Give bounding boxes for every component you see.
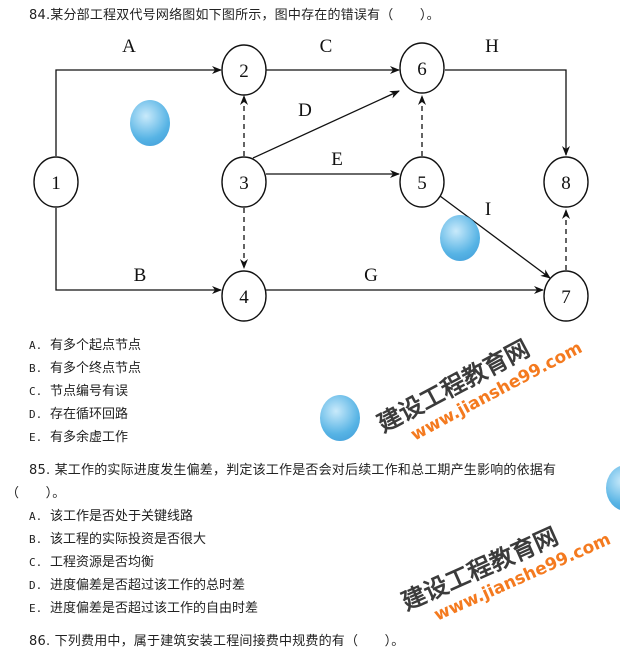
node-3 (221, 156, 267, 208)
node-label: 3 (239, 173, 249, 194)
question-85-stem: 85. 某工作的实际进度发生偏差，判定该工作是否会对后续工作和总工期产生影响的依… (29, 463, 557, 478)
q85-option-c: C.工程资源是否均衡 (29, 555, 155, 570)
node-5 (399, 156, 445, 208)
activity-label: H (485, 36, 499, 57)
node-2 (221, 44, 267, 96)
node-label: 1 (51, 173, 61, 194)
network-diagram: 1 2 3 4 5 6 7 8 A B C D E G H I (33, 36, 589, 322)
node-4 (221, 270, 267, 322)
q84-option-a: A.有多个起点节点 (29, 338, 142, 353)
node-label: 6 (417, 59, 427, 80)
node-label: 5 (417, 173, 427, 194)
q84-option-e: E.有多余虚工作 (29, 430, 129, 445)
node-label: 8 (561, 173, 571, 194)
q85-option-a: A.该工作是否处于关键线路 (29, 509, 194, 524)
node-label: 7 (561, 287, 571, 308)
arrow-H (445, 69, 570, 156)
node-label: 4 (239, 287, 249, 308)
q85-option-b: B.该工程的实际投资是否很大 (29, 532, 207, 547)
node-6 (399, 42, 445, 94)
arrow-A (55, 66, 222, 156)
question-84-stem: 84.某分部工程双代号网络图如下图所示，图中存在的错误有（ ）。 (29, 8, 440, 23)
activity-label: D (298, 100, 312, 121)
q84-option-d: D.存在循环回路 (29, 407, 129, 422)
activity-label: B (134, 265, 147, 286)
q85-option-e: E.进度偏差是否超过该工作的自由时差 (29, 601, 259, 616)
arrow-D (252, 90, 400, 159)
watermark-logo-icon (320, 395, 360, 441)
activity-label: G (364, 265, 378, 286)
watermark-logo-icon (606, 465, 620, 511)
question-86-stem: 86. 下列费用中，属于建筑安装工程间接费中规费的有（ ）。 (29, 634, 405, 649)
activity-label: C (320, 36, 333, 57)
activity-label: E (331, 149, 343, 170)
activity-label: A (122, 36, 136, 57)
question-85-stem-cont: （ ）。 (6, 486, 66, 501)
q85-option-d: D.进度偏差是否超过该工作的总时差 (29, 578, 246, 593)
node-7 (543, 270, 589, 322)
node-label: 2 (239, 61, 249, 82)
arrow-B (55, 208, 222, 294)
activity-label: I (485, 199, 491, 220)
q84-option-b: B.有多个终点节点 (29, 361, 142, 376)
arrow-I (439, 195, 551, 279)
node-1 (33, 156, 79, 208)
q84-option-c: C.节点编号有误 (29, 384, 129, 399)
node-8 (543, 156, 589, 208)
